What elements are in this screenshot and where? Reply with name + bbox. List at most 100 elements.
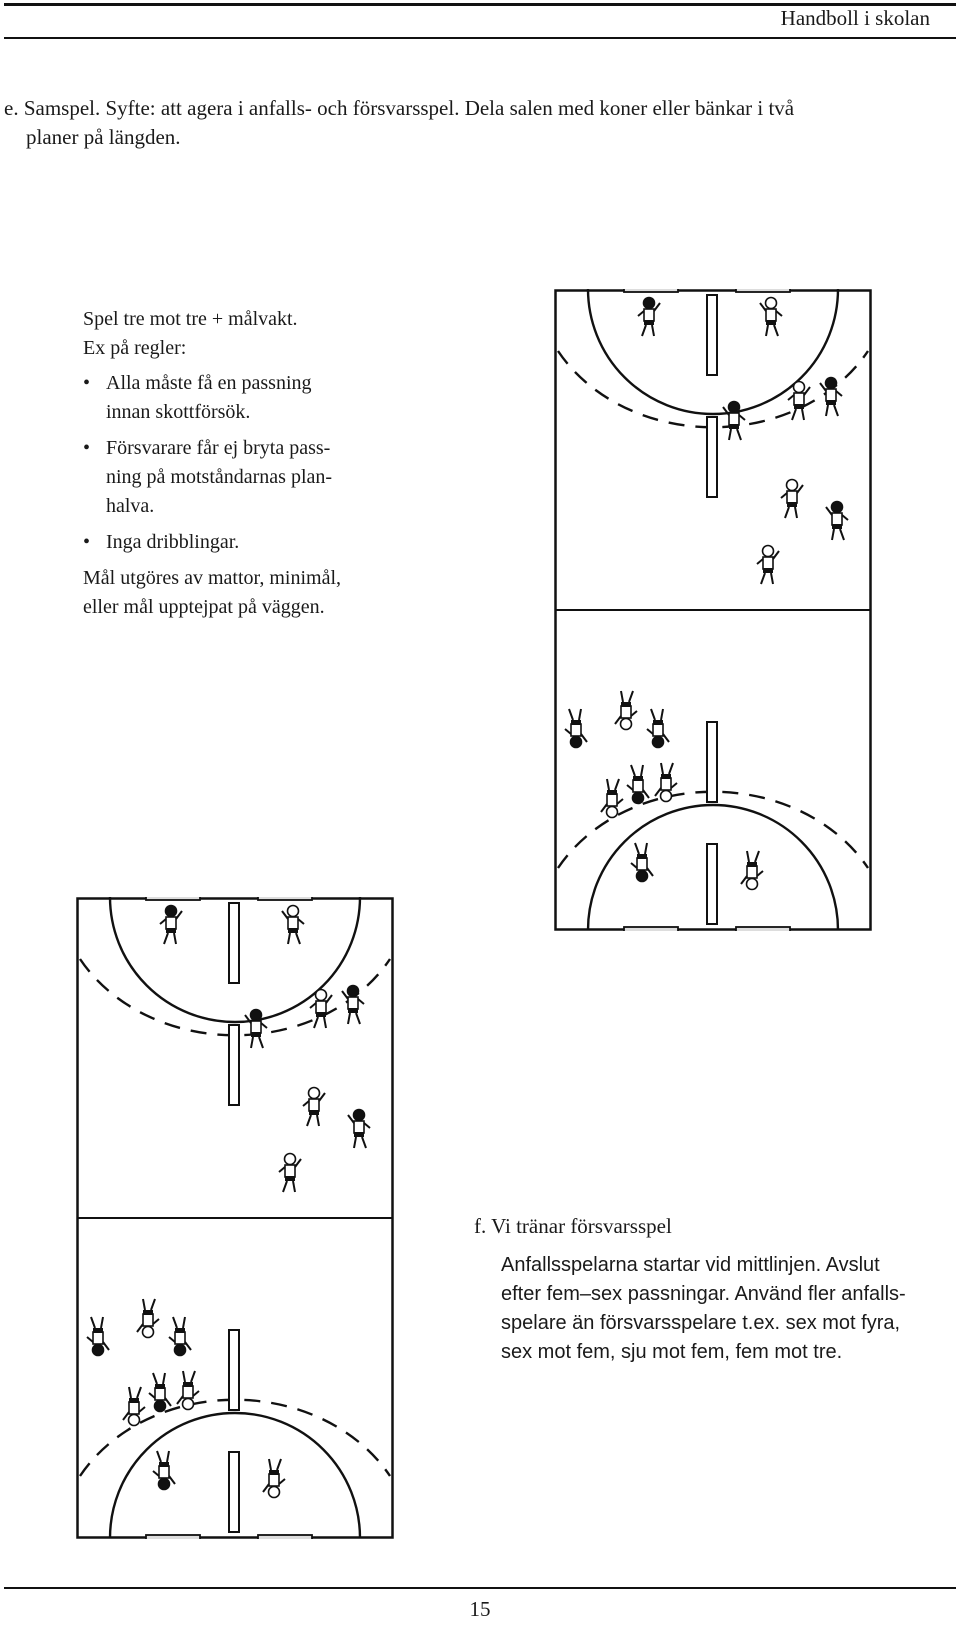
goal-mat [623,289,679,293]
player-figure [302,1086,326,1127]
player-shorts [607,790,617,795]
player-torso [643,308,655,322]
player-arm [803,386,811,396]
player-shorts [661,774,671,779]
player-leg [644,842,648,855]
section-f: f. Vi tränar försvarsspel Anfallsspelarn… [474,1214,934,1367]
player-torso [570,723,582,737]
player-arm [262,1483,270,1493]
player-torso [652,723,664,737]
court-half-top [79,897,391,1193]
player-leg [152,1372,158,1385]
player-figure [759,296,783,337]
player-shorts [826,400,836,405]
player-figure [825,500,849,541]
player-shorts [354,1132,364,1137]
player-leg [640,764,644,777]
player-torso [636,857,648,871]
player-arm [136,1323,144,1333]
player-leg [831,528,835,541]
rule-item: • Försvarare får ej bryta pass- ning på … [83,434,403,521]
player-leg [791,408,797,421]
player-figure [564,708,588,749]
player-leg [128,1386,132,1399]
player-torso [728,412,740,426]
player-figure [86,1316,110,1357]
player-head [127,1413,141,1427]
player-arm [164,1397,172,1407]
player-leg [353,1136,357,1149]
player-leg [150,1298,156,1311]
player-head [824,376,838,390]
player-leg [190,1370,196,1383]
player-torso [165,916,177,930]
player-torso [284,1164,296,1178]
player-figure [614,690,638,731]
rule-item: • Alla måste få en passning innan skottf… [83,369,403,427]
bench-divider [228,902,240,984]
player-arm [787,394,795,401]
rule-line: Inga dribblingar. [106,531,240,553]
player-torso [786,490,798,504]
player-head [764,296,778,310]
player-leg [276,1458,282,1471]
player-arm [341,990,349,1000]
player-arm [347,1114,355,1124]
goals-line: Mål utgöres av mattor, minimål, [83,567,342,589]
player-leg [660,708,664,721]
player-arm [772,550,780,560]
player-arm [630,710,638,717]
player-shorts [633,776,643,781]
running-header-title: Handboll i skolan [780,6,930,30]
player-arm [184,1341,192,1351]
player-shorts [93,1328,103,1333]
free-throw-line [557,790,869,869]
bullet-icon: • [83,531,91,553]
bullet-icon: • [83,437,91,459]
player-torso [660,777,672,791]
bullet-icon: • [83,372,91,394]
player-head [635,869,649,883]
player-leg [728,428,732,441]
player-arm [260,1022,268,1029]
player-arm [756,870,764,877]
player-head [569,735,583,749]
player-arm [580,733,588,743]
player-leg [295,932,301,945]
player-leg [754,850,760,863]
player-leg [166,1450,170,1463]
section-f-body: Anfallsspelarna startar vid mittlinjen. … [474,1251,934,1367]
player-shorts [309,1110,319,1115]
section-f-line: sex mot fem, sju mot fem, fem mot tre. [501,1341,843,1363]
player-leg [651,324,655,337]
player-leg [287,932,291,945]
player-figure [278,1152,302,1193]
rule-line: ning på motståndarnas plan- [106,466,333,488]
player-leg [668,762,674,775]
player-shorts [644,320,654,325]
player-torso [632,779,644,793]
player-arm [841,514,849,521]
player-arm [357,998,365,1005]
player-leg [736,428,742,441]
player-torso [250,1020,262,1034]
player-head [659,789,673,803]
player-leg [90,1316,96,1329]
player-arm [152,1318,160,1325]
player-figure [159,904,183,945]
player-figure [600,778,624,819]
player-leg [770,572,774,585]
player-leg [182,1316,186,1329]
goal-area-line [586,289,840,416]
rule-line: Alla måste få en passning [106,372,312,394]
player-figure [176,1370,200,1411]
player-leg [833,404,839,417]
player-leg [100,1316,104,1329]
player-figure [168,1316,192,1357]
player-torso [793,392,805,406]
rule-line: halva. [106,495,155,517]
player-shorts [832,524,842,529]
intro-line-2: planer på längden. [26,125,181,149]
player-leg [630,764,636,777]
goals-line: eller mål upptejpat på väggen. [83,596,325,618]
